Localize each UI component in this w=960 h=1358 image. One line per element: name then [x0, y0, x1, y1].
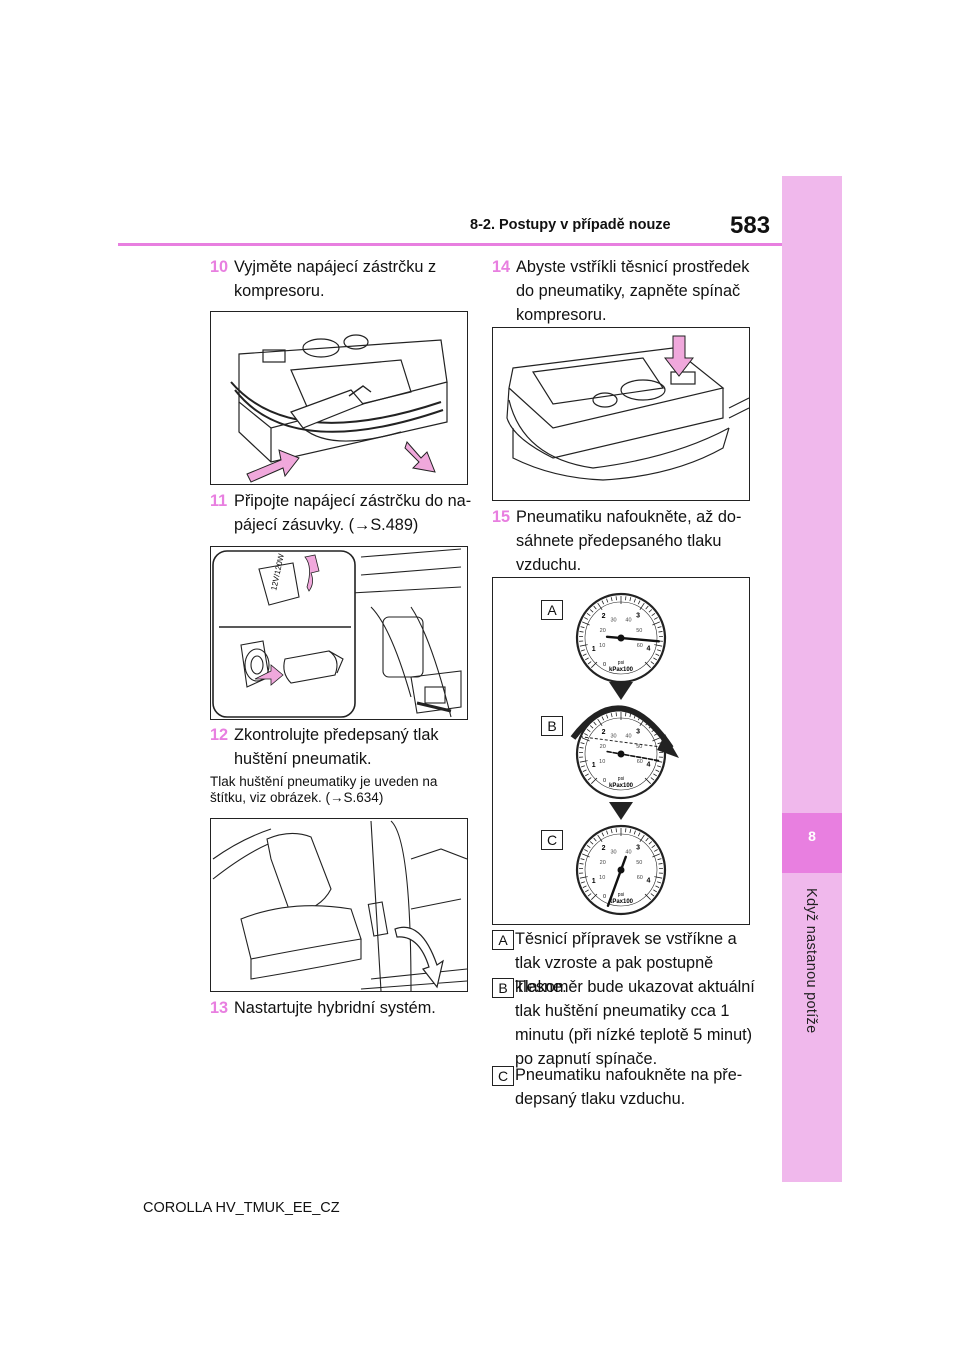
- gauge-scale-label: 2: [602, 613, 606, 620]
- gauge-scale-label: 3: [636, 729, 640, 736]
- footer-model: COROLLA HV_TMUK_EE_CZ: [143, 1200, 340, 1216]
- gauge-scale-label: 1: [592, 762, 596, 769]
- gauge-scale-label: 3: [636, 845, 640, 852]
- svg-text:30: 30: [610, 617, 616, 623]
- chapter-number: 8: [808, 828, 816, 844]
- gauge-label-a: A: [541, 600, 563, 620]
- gauge-scale-label: 4: [646, 645, 650, 652]
- desc-a-text: Těsnicí přípravek se vstříkne a tlak vzr…: [515, 930, 737, 996]
- svg-text:0: 0: [603, 778, 606, 784]
- svg-text:60: 60: [637, 875, 643, 881]
- gauge-scale-label: 4: [646, 877, 650, 884]
- rotation-arrow-icon: [657, 734, 679, 758]
- step-10: 10 Vyjměte napájecí zástrčku z kompresor…: [210, 255, 462, 303]
- step-15: 15 Pneumatiku nafoukněte, až do­sáhnete …: [492, 505, 754, 577]
- desc-label-c: C: [492, 1066, 514, 1086]
- step-text: Vyjměte napájecí zástrčku z kompresoru.: [234, 258, 437, 300]
- chapter-number-box: [782, 813, 842, 873]
- step-text: Pneumatiku nafoukněte, až do­sáhnete pře…: [516, 508, 742, 574]
- svg-text:20: 20: [600, 628, 606, 634]
- step-text: Připojte napájecí zástrčku do na­pájecí …: [234, 492, 472, 534]
- svg-text:0: 0: [603, 894, 606, 900]
- svg-text:60: 60: [637, 643, 643, 649]
- step-text: Nastartujte hybridní systém.: [234, 999, 436, 1017]
- compressor-unplug-figure: [210, 311, 468, 485]
- step-14: 14 Abyste vstříkli těsnicí prostředek do…: [492, 255, 754, 327]
- svg-text:20: 20: [600, 860, 606, 866]
- svg-text:kPax100: kPax100: [609, 899, 634, 905]
- step-number: 12: [210, 726, 229, 744]
- step-number: 11: [210, 492, 228, 510]
- svg-text:20: 20: [600, 744, 606, 750]
- svg-text:psi: psi: [618, 660, 624, 666]
- note-tire-pressure: Tlak huštění pneumatiky je uveden na ští…: [210, 774, 438, 805]
- step-number: 13: [210, 999, 229, 1017]
- step-11: 11 Připojte napájecí zástrčku do na­páje…: [210, 489, 472, 537]
- svg-text:50: 50: [636, 744, 642, 750]
- chapter-title: Když nastanou potíže: [803, 888, 819, 1034]
- section-title: 8-2. Postupy v případě nouze: [470, 217, 671, 233]
- power-socket-figure: 12V/120W: [210, 546, 468, 720]
- gauge-label-b: B: [541, 716, 563, 736]
- svg-text:10: 10: [599, 643, 605, 649]
- down-arrow-icon: [609, 682, 633, 700]
- svg-text:60: 60: [637, 759, 643, 765]
- down-arrow-icon: [609, 802, 633, 820]
- gauge-scale-label: 4: [646, 761, 650, 768]
- svg-text:50: 50: [636, 628, 642, 634]
- step-number: 15: [492, 508, 511, 526]
- gauge-scale-label: 2: [602, 845, 606, 852]
- seat-label-figure: [210, 818, 468, 992]
- gauge-scale-label: 2: [602, 729, 606, 736]
- gauge-scale-label: 3: [636, 613, 640, 620]
- svg-text:kPax100: kPax100: [609, 667, 634, 673]
- svg-text:40: 40: [625, 733, 631, 739]
- step-13: 13 Nastartujte hybridní systém.: [210, 996, 472, 1020]
- gauge-label-c: C: [541, 830, 563, 850]
- desc-label-a: A: [492, 930, 514, 950]
- header-rule: [118, 243, 782, 246]
- svg-text:psi: psi: [618, 776, 624, 782]
- step-number: 10: [210, 258, 229, 276]
- svg-text:30: 30: [610, 733, 616, 739]
- svg-text:psi: psi: [618, 892, 624, 898]
- svg-text:10: 10: [599, 875, 605, 881]
- svg-text:kPax100: kPax100: [609, 783, 634, 789]
- step-text: Zkontrolujte předepsaný tlak huštění pne…: [234, 726, 439, 768]
- step-text: Abyste vstříkli těsnicí prostředek do pn…: [516, 258, 750, 324]
- chapter-side-tab: [782, 176, 842, 1182]
- svg-text:30: 30: [610, 849, 616, 855]
- gauge-scale-label: 1: [592, 878, 596, 885]
- desc-label-b: B: [492, 978, 514, 998]
- step-12: 12 Zkontrolujte předepsaný tlak huštění …: [210, 723, 462, 771]
- svg-text:40: 40: [625, 617, 631, 623]
- svg-text:50: 50: [636, 860, 642, 866]
- gauge-scale-label: 1: [592, 646, 596, 653]
- desc-c-text: Pneumatiku nafoukněte na pře­depsaný tla…: [515, 1066, 743, 1108]
- svg-text:0: 0: [603, 662, 606, 668]
- step-number: 14: [492, 258, 511, 276]
- page-number: 583: [730, 212, 771, 239]
- compressor-switch-figure: [492, 327, 750, 501]
- desc-b-text: Tlakoměr bude ukazovat aktuální tlak huš…: [515, 978, 755, 1068]
- svg-text:10: 10: [599, 759, 605, 765]
- svg-text:40: 40: [625, 849, 631, 855]
